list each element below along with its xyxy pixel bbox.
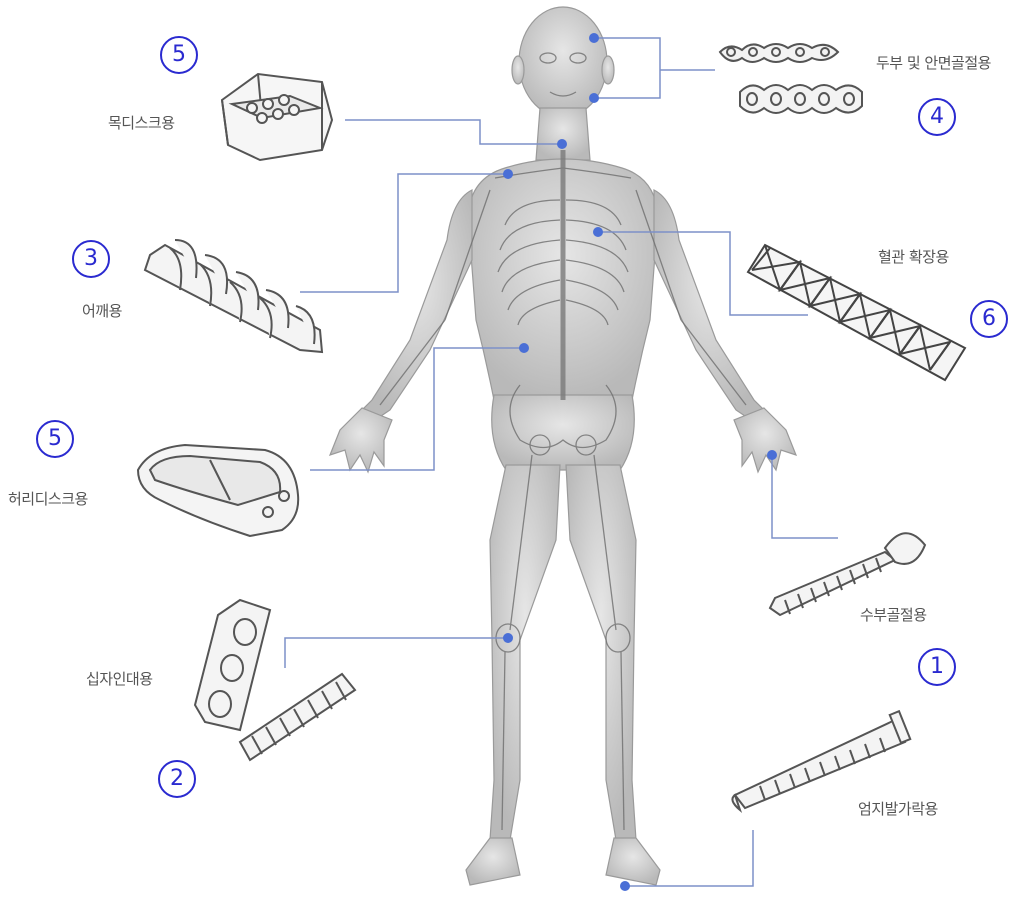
number-hand-fracture: 1 xyxy=(918,648,956,686)
number-lumbar-disc: 5 xyxy=(36,420,74,458)
joint-dot-chest xyxy=(593,227,603,237)
joint-dot-lumbar xyxy=(519,343,529,353)
leader-line-knee xyxy=(285,638,508,668)
number-shoulder: 3 xyxy=(72,240,110,278)
label-vascular: 혈관 확장용 xyxy=(878,246,949,267)
leader-line-hand xyxy=(772,455,838,538)
human-body-figure xyxy=(330,7,796,885)
joint-dot-jaw xyxy=(589,93,599,103)
bone-plate-icon xyxy=(720,44,862,113)
number-ligament: 2 xyxy=(158,760,196,798)
suture-anchor-screw-icon xyxy=(145,240,322,352)
label-neck-disc: 목디스크용 xyxy=(108,112,175,133)
label-shoulder: 어깨용 xyxy=(82,300,122,321)
label-lumbar-disc: 허리디스크용 xyxy=(8,488,88,509)
lumbar-cage-icon xyxy=(138,445,298,536)
label-hand-fracture: 수부골절용 xyxy=(860,604,927,625)
joint-dot-knee xyxy=(503,633,513,643)
joint-dot-shoulder xyxy=(503,169,513,179)
leader-line-neck-disc xyxy=(345,120,562,144)
label-big-toe: 엄지발가락용 xyxy=(858,798,938,819)
number-vascular: 6 xyxy=(970,300,1008,338)
label-cranio-facial: 두부 및 안면골절용 xyxy=(876,52,991,73)
label-ligament: 십자인대용 xyxy=(86,668,153,689)
joint-dot-hand xyxy=(767,450,777,460)
joint-dot-skull xyxy=(589,33,599,43)
cervical-cage-icon xyxy=(222,74,332,160)
compression-screw-icon xyxy=(732,711,910,810)
joint-dot-toe xyxy=(620,881,630,891)
number-cranio-facial: 4 xyxy=(918,98,956,136)
number-neck-disc: 5 xyxy=(160,36,198,74)
bone-screw-icon xyxy=(770,533,925,615)
joint-dot-neck xyxy=(557,139,567,149)
interference-screw-icon xyxy=(195,600,355,760)
